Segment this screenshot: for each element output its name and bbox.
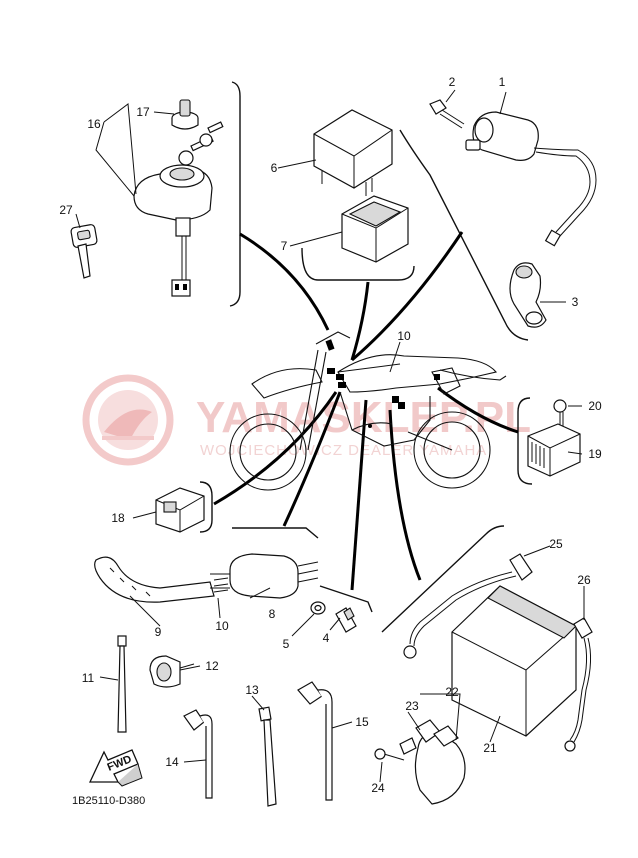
part-27-key — [70, 224, 98, 279]
callout-21: 21 — [483, 741, 497, 755]
part-12-clamp — [149, 655, 181, 688]
part-16-main-switch — [133, 121, 224, 297]
callout-numbers: 1 2 3 4 5 6 7 8 9 10 10 11 12 13 14 15 1… — [59, 75, 602, 795]
callout-10-top: 10 — [397, 329, 411, 343]
callout-16: 16 — [87, 117, 101, 131]
group-brackets — [199, 81, 533, 633]
callout-19: 19 — [588, 447, 602, 461]
callout-24: 24 — [371, 781, 385, 795]
callout-18: 18 — [111, 511, 125, 525]
callout-9: 9 — [155, 625, 162, 639]
part-14-band — [183, 709, 213, 799]
callout-5: 5 — [283, 637, 290, 651]
callout-17: 17 — [136, 105, 150, 119]
callout-20: 20 — [588, 399, 602, 413]
callout-26: 26 — [577, 573, 591, 587]
callout-4: 4 — [323, 631, 330, 645]
callout-11: 11 — [82, 671, 95, 685]
callout-1: 1 — [499, 75, 506, 89]
part-15-band — [297, 681, 333, 801]
part-6-relay — [313, 109, 393, 196]
callout-22: 22 — [445, 685, 459, 699]
watermark-tagline: WOJCIECHOWICZ DEALER YAMAHA — [200, 442, 487, 459]
callout-7: 7 — [281, 239, 288, 253]
part-5-washer — [310, 601, 326, 615]
part-2-bolt — [429, 99, 465, 129]
callout-23: 23 — [405, 699, 419, 713]
callout-10-bottom: 10 — [215, 619, 229, 633]
part-13-cable-tie — [258, 706, 277, 807]
part-22-starter-relay — [374, 719, 466, 805]
part-25-battery-cable — [403, 553, 533, 659]
part-18-cdi-unit — [155, 487, 205, 533]
part-8-coupler — [210, 553, 319, 599]
callout-3: 3 — [572, 295, 579, 309]
part-9-harness — [94, 556, 229, 603]
callout-27: 27 — [59, 203, 73, 217]
watermark-logo-icon — [82, 374, 174, 466]
callout-13: 13 — [245, 683, 259, 697]
callout-6: 6 — [271, 161, 278, 175]
forward-arrow-icon: FWD — [88, 749, 143, 787]
motorcycle-outline — [229, 331, 507, 491]
part-26-negative-cable — [564, 600, 593, 752]
part-1-ignition-coil — [465, 111, 597, 247]
callout-25: 25 — [549, 537, 563, 551]
part-4-neutral-switch — [335, 607, 357, 633]
leader-lines — [75, 89, 585, 783]
callout-14: 14 — [165, 755, 179, 769]
callout-8: 8 — [269, 607, 276, 621]
part-20-bolt — [553, 399, 567, 426]
callout-2: 2 — [449, 75, 456, 89]
part-3-plug-cap — [509, 262, 547, 328]
callout-15: 15 — [355, 715, 369, 729]
part-7-relay-cover — [341, 195, 409, 263]
part-17-cap — [171, 99, 199, 130]
assembly-connectors — [213, 231, 519, 591]
callout-12: 12 — [205, 659, 219, 673]
part-11-cable-tie — [117, 635, 127, 733]
part-21-battery — [451, 585, 577, 737]
diagram-code: 1B25110-D380 — [72, 795, 145, 807]
part-19-rectifier-regulator — [527, 423, 581, 477]
